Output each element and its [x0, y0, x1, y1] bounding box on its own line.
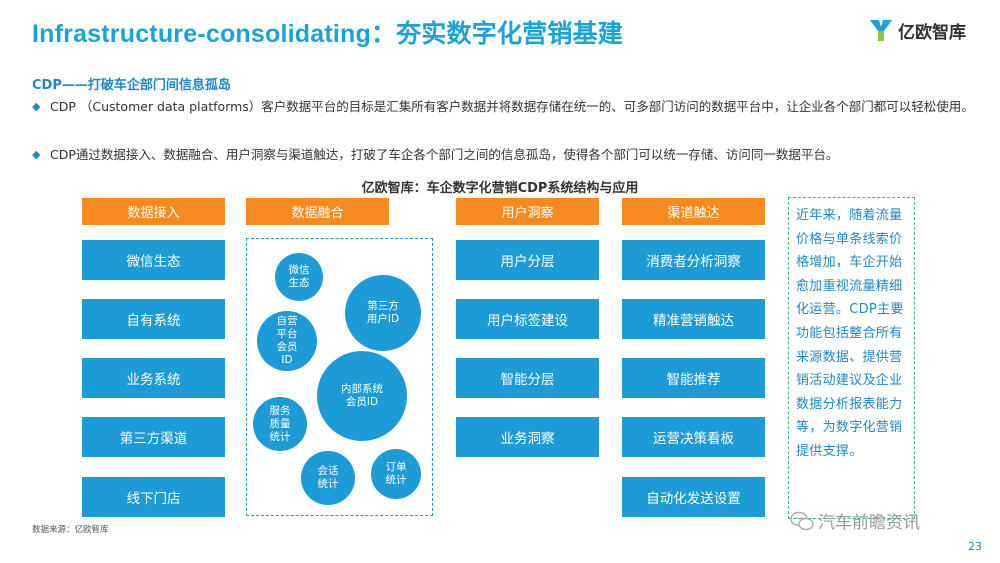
data-access-item: 微信生态 [82, 240, 225, 280]
diamond-bullet-icon: ◆ [32, 100, 41, 113]
diamond-bullet-icon: ◆ [32, 148, 41, 161]
channel-reach-item: 精准营销触达 [622, 299, 765, 339]
watermark: 汽车前瞻资讯 [790, 508, 920, 533]
fusion-bubble: 订单统计 [371, 449, 421, 499]
column-header-data-access: 数据接入 [82, 198, 225, 225]
logo-text: 亿欧智库 [898, 22, 966, 43]
fusion-bubble: 服务质量统计 [253, 397, 307, 451]
page-title: Infrastructure-consolidating：夯实数字化营销基建 [32, 20, 623, 48]
channel-reach-item: 自动化发送设置 [622, 477, 765, 517]
watermark-text: 汽车前瞻资讯 [818, 513, 920, 533]
data-access-item: 业务系统 [82, 358, 225, 398]
logo: 亿欧智库 [868, 15, 966, 45]
data-access-item: 自有系统 [82, 299, 225, 339]
data-source: 数据来源：亿欧智库 [32, 525, 109, 535]
user-insight-item: 用户标签建设 [456, 299, 599, 339]
wechat-icon [790, 511, 814, 530]
fusion-bubble: 会话统计 [301, 451, 355, 505]
column-header-channel-reach: 渠道触达 [622, 198, 765, 225]
bullet-text: CDP通过数据接入、数据融合、用户洞察与渠道触达，打破了车企各个部门之间的信息孤… [50, 147, 839, 162]
column-header-user-insight: 用户洞察 [456, 198, 599, 225]
bullet-item: ◆ CDP （Customer data platforms）客户数据平台的目标… [32, 97, 982, 117]
data-access-item: 线下门店 [82, 477, 225, 517]
page-number: 23 [968, 540, 982, 553]
column-header-data-fusion: 数据融合 [246, 198, 389, 225]
user-insight-item: 用户分层 [456, 240, 599, 280]
fusion-bubble: 内部系统会员ID [317, 351, 407, 441]
yiou-logo-icon [870, 20, 892, 41]
bullet-text: CDP （Customer data platforms）客户数据平台的目标是汇… [50, 99, 974, 114]
channel-reach-item: 运营决策看板 [622, 417, 765, 457]
side-note: 近年来，随着流量价格与单条线索价格增加，车企开始愈加重视流量精细化运营。CDP主… [788, 197, 915, 519]
bullet-item: ◆ CDP通过数据接入、数据融合、用户洞察与渠道触达，打破了车企各个部门之间的信… [32, 145, 982, 165]
fusion-bubble: 第三方用户ID [345, 275, 421, 351]
user-insight-item: 业务洞察 [456, 417, 599, 457]
fusion-bubble: 微信生态 [275, 253, 323, 301]
channel-reach-item: 智能推荐 [622, 358, 765, 398]
data-access-item: 第三方渠道 [82, 417, 225, 457]
section-subtitle: CDP——打破车企部门间信息孤岛 [32, 78, 231, 93]
user-insight-item: 智能分层 [456, 358, 599, 398]
channel-reach-item: 消费者分析洞察 [622, 240, 765, 280]
diagram-title: 亿欧智库：车企数字化营销CDP系统结构与应用 [361, 181, 639, 196]
